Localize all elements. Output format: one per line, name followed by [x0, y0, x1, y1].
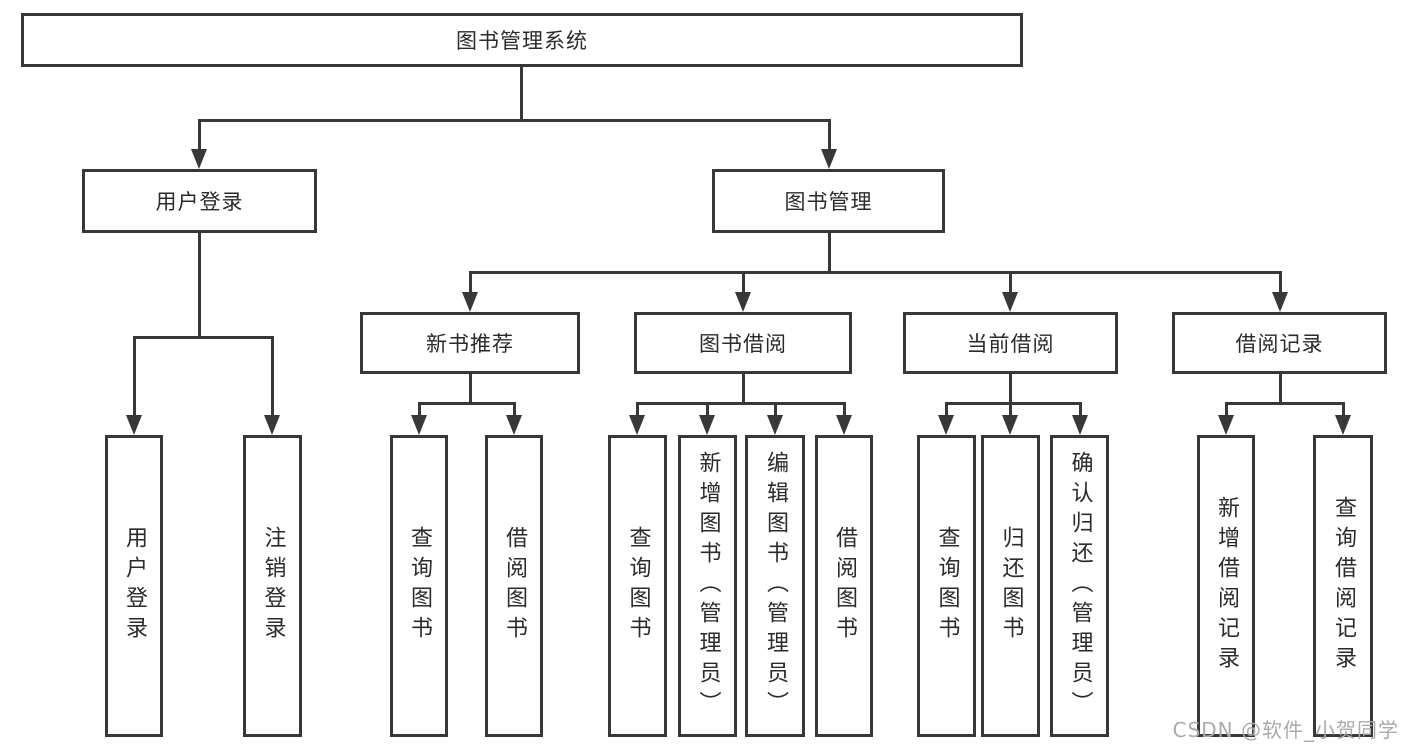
leaf-user-login: 用户登录 — [105, 435, 163, 737]
arrowhead-recommend-2 — [506, 415, 522, 435]
connector-recommend-rail — [418, 402, 516, 405]
node-book-borrow: 图书借阅 — [634, 312, 852, 374]
arrowhead-borrow-3 — [767, 415, 783, 435]
leaf-borrow-borrow-books: 借阅图书 — [815, 435, 873, 737]
connector-drop-current-1 — [945, 402, 948, 418]
connector-recommend-stem — [469, 374, 472, 405]
node-root: 图书管理系统 — [21, 13, 1023, 67]
connector-drop-borrow-2 — [706, 402, 709, 418]
arrowhead-current — [1002, 292, 1018, 312]
connector-drop-user-login — [198, 119, 201, 152]
connector-drop-borrow-3 — [774, 402, 777, 418]
connector-drop-login-1 — [133, 336, 136, 417]
connector-drop-borrow-1 — [636, 402, 639, 418]
connector-current-rail — [945, 402, 1082, 405]
arrowhead-user-login — [191, 149, 207, 169]
arrowhead-book-management — [821, 149, 837, 169]
arrowhead-records-1 — [1218, 415, 1234, 435]
connector-drop-book-management — [828, 119, 831, 152]
connector-current-stem — [1009, 374, 1012, 405]
arrowhead-records-2 — [1335, 415, 1351, 435]
leaf-current-confirm-return-admin: 确认归还（管理员） — [1050, 435, 1109, 737]
connector-drop-current — [1009, 271, 1012, 295]
connector-drop-recommend-1 — [418, 402, 421, 418]
connector-drop-current-3 — [1079, 402, 1082, 418]
arrowhead-recommend-1 — [411, 415, 427, 435]
connector-drop-records-2 — [1342, 402, 1345, 418]
connector-drop-recommend — [469, 271, 472, 295]
arrowhead-borrow-1 — [629, 415, 645, 435]
arrowhead-records — [1272, 292, 1288, 312]
leaf-recommend-query-books: 查询图书 — [390, 435, 448, 737]
arrowhead-current-1 — [938, 415, 954, 435]
connector-user-login-stem — [198, 233, 201, 338]
leaf-recommend-borrow-books: 借阅图书 — [485, 435, 543, 737]
arrowhead-current-3 — [1072, 415, 1088, 435]
arrowhead-recommend — [462, 292, 478, 312]
connector-borrow-rail — [636, 402, 846, 405]
leaf-logout: 注销登录 — [243, 435, 302, 737]
connector-records-stem — [1279, 374, 1282, 405]
arrowhead-borrow-4 — [836, 415, 852, 435]
leaf-borrow-add-books-admin: 新增图书（管理员） — [678, 435, 737, 737]
connector-drop-login-2 — [271, 336, 274, 417]
connector-level3-rail — [469, 271, 1282, 274]
node-current-borrow: 当前借阅 — [903, 312, 1118, 374]
node-borrow-records: 借阅记录 — [1172, 312, 1387, 374]
connector-book-management-stem — [828, 233, 831, 273]
connector-level2-rail — [198, 119, 831, 122]
leaf-current-return-books: 归还图书 — [981, 435, 1040, 737]
arrowhead-login-1 — [126, 415, 142, 435]
arrowhead-login-2 — [264, 415, 280, 435]
leaf-records-add-record: 新增借阅记录 — [1197, 435, 1255, 737]
node-book-management: 图书管理 — [712, 169, 945, 233]
connector-drop-records-1 — [1225, 402, 1228, 418]
leaf-current-query-books: 查询图书 — [917, 435, 976, 737]
connector-login-rail — [133, 336, 274, 339]
connector-drop-borrow-4 — [843, 402, 846, 418]
leaf-borrow-edit-books-admin: 编辑图书（管理员） — [745, 435, 805, 737]
connector-root-stem — [520, 67, 523, 121]
connector-drop-recommend-2 — [513, 402, 516, 418]
node-new-book-recommend: 新书推荐 — [360, 312, 580, 374]
csdn-watermark: CSDN @软件_小贺同学 — [1172, 718, 1399, 742]
connector-borrow-stem — [742, 374, 745, 405]
connector-drop-current-2 — [1009, 402, 1012, 418]
node-user-login: 用户登录 — [82, 169, 317, 233]
arrowhead-current-2 — [1002, 415, 1018, 435]
connector-records-rail — [1225, 402, 1345, 405]
arrowhead-borrow-2 — [699, 415, 715, 435]
arrowhead-borrow — [735, 292, 751, 312]
leaf-borrow-query-books: 查询图书 — [608, 435, 667, 737]
leaf-records-query-record: 查询借阅记录 — [1313, 435, 1373, 737]
connector-drop-records — [1279, 271, 1282, 295]
connector-drop-borrow — [742, 271, 745, 295]
